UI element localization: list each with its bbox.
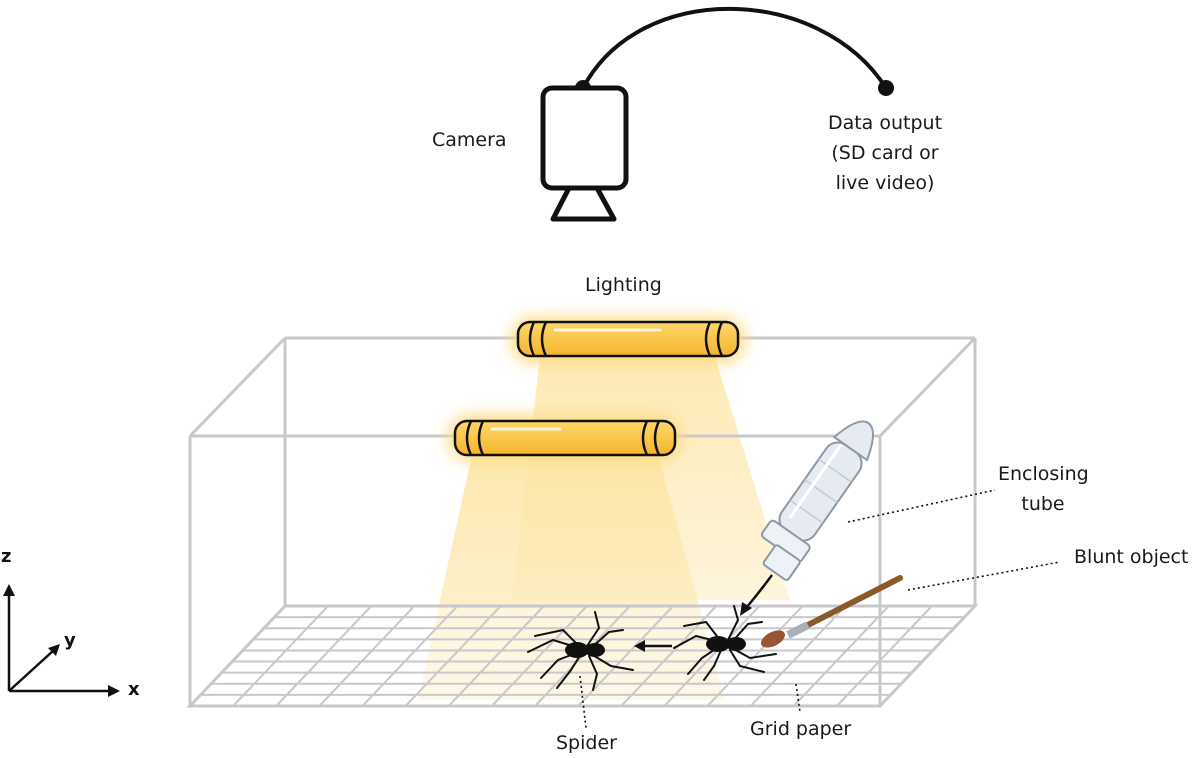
blunt-object-brush-icon [760, 575, 903, 648]
data-output-line-3: live video) [835, 172, 935, 194]
grid-column-line [275, 606, 372, 706]
tube-motion-arrow [745, 574, 774, 609]
grid-column-line [836, 606, 933, 706]
grid-column-line [491, 606, 588, 706]
axes-indicator [3, 584, 120, 697]
tank-front-frame [188, 336, 977, 708]
y-axis-label: y [64, 630, 76, 651]
grid-column-line [706, 606, 804, 706]
grid-column-line [448, 606, 545, 706]
data-output-label: Data output (SD card or live video) [820, 108, 950, 198]
data-output-line-1: Data output [827, 112, 943, 134]
light-tube-front [447, 414, 683, 462]
camera-label: Camera [432, 129, 507, 151]
data-output-line-2: (SD card or [831, 142, 939, 164]
lighting-label: Lighting [585, 274, 662, 296]
blunt-object-leader [907, 561, 1061, 591]
z-axis-label: z [1, 546, 12, 567]
grid-column-line [232, 606, 329, 706]
enclosing-tube-line-1: Enclosing [998, 463, 1089, 485]
grid-column-line [749, 606, 847, 706]
camera-icon [540, 85, 629, 222]
enclosing-tube-line-2: tube [1021, 493, 1065, 515]
spider-motion-arrowhead [634, 640, 645, 652]
grid-column-line [318, 606, 416, 706]
light-tube-back [510, 316, 746, 364]
data-output-dot [878, 80, 894, 96]
spider-label: Spider [556, 732, 617, 754]
spider-start-icon [673, 605, 777, 681]
tube-motion-arrowhead [740, 602, 752, 616]
grid-paper-label: Grid paper [750, 718, 852, 740]
grid-column-line [663, 606, 761, 706]
enclosing-tube-label: Enclosing tube [998, 459, 1089, 519]
spider-leader [579, 675, 587, 729]
x-axis-label: x [128, 679, 140, 700]
grid-column-line [404, 606, 502, 706]
camera-cable [581, 6, 888, 90]
enclosing-tube-icon [760, 420, 874, 581]
blunt-object-label: Blunt object [1074, 546, 1189, 568]
enclosing-tube-leader [847, 489, 996, 523]
spider-moved-icon [527, 611, 634, 691]
grid-column-line [361, 606, 459, 706]
grid-column-line [793, 606, 890, 706]
